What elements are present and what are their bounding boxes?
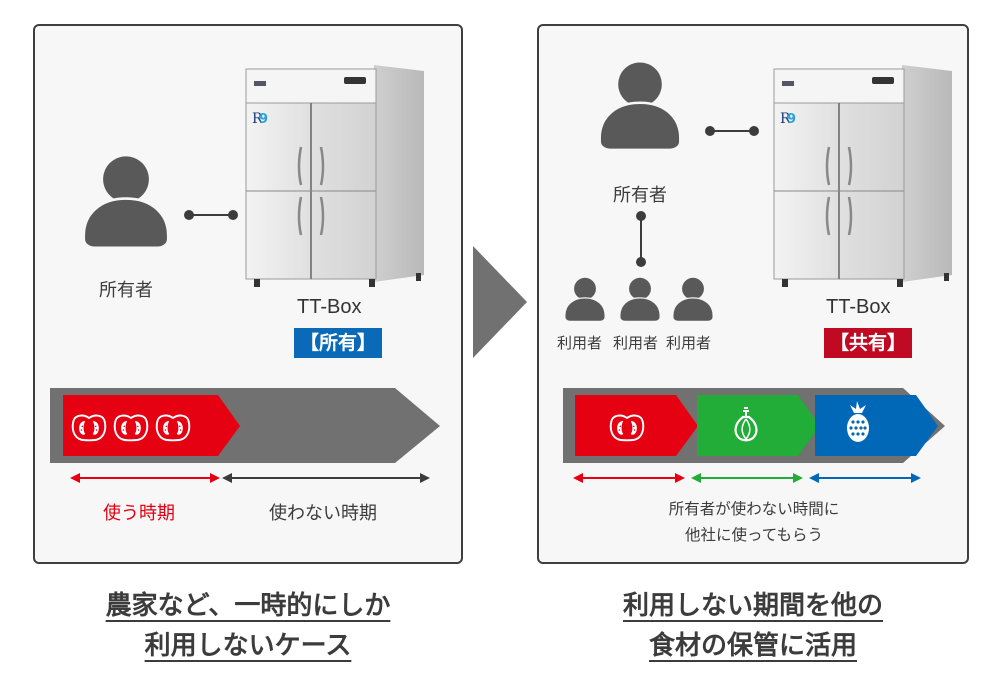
right-heading: 利用しない期間を他の 食材の保管に活用 — [537, 586, 969, 666]
caption-line-1: 所有者が使わない時間に — [668, 500, 840, 518]
onion-icon — [734, 407, 758, 442]
owner-box-connector — [184, 210, 238, 220]
onion-period-arrow — [691, 473, 803, 483]
owner-person-icon — [82, 153, 170, 253]
right-heading-line-2: 食材の保管に活用 — [648, 631, 857, 661]
period-arrows — [70, 473, 430, 483]
timeline-segment-pineapple — [815, 395, 938, 456]
left-heading-line-2: 利用しないケース — [144, 631, 352, 661]
ownership-badge: 【所有】 — [294, 328, 383, 358]
unused-period-arrow — [222, 473, 430, 483]
owner-box-connector — [705, 126, 759, 136]
shared-usage-timeline — [563, 388, 945, 463]
used-period-label: 使う時期 — [103, 503, 175, 524]
fridge-image — [244, 56, 424, 292]
box-name: TT-Box — [826, 296, 891, 318]
pineapple-period-arrow — [809, 473, 921, 483]
unused-period-label: 使わない時期 — [269, 503, 377, 524]
timeline-segment-tomato — [63, 395, 240, 456]
user-person-icon — [672, 276, 714, 324]
right-heading-line-1: 利用しない期間を他の — [622, 591, 883, 621]
left-heading-line-1: 農家など、一時的にしか — [105, 591, 391, 621]
tomato-period-arrow — [573, 473, 685, 483]
timeline-caption: 所有者が使わない時間に 他社に使ってもらう — [599, 496, 909, 548]
owner-users-connector — [636, 211, 646, 267]
box-name: TT-Box — [297, 296, 362, 318]
user-person-icon — [619, 276, 661, 324]
timeline-segment-onion — [697, 395, 820, 456]
transition-arrow-icon — [473, 246, 527, 358]
owner-person-icon — [598, 59, 682, 155]
usage-timeline — [50, 388, 440, 463]
user-label: 利用者 — [613, 334, 659, 352]
timeline-segment-tomato — [575, 395, 698, 456]
used-period-arrow — [70, 473, 220, 483]
caption-line-2: 他社に使ってもらう — [685, 526, 823, 544]
panel-own-case: 所有者 TT-Box 【所有】 使う時期 使わない時期 — [33, 24, 463, 564]
sharing-badge: 【共有】 — [824, 328, 913, 358]
user-label: 利用者 — [557, 334, 603, 352]
panel-share-case: 所有者 利用者 利用者 利用者 TT-Box 【共有】 — [537, 24, 969, 564]
pineapple-icon — [847, 401, 869, 442]
owner-label: 所有者 — [613, 185, 667, 206]
owner-label: 所有者 — [99, 280, 153, 301]
left-heading: 農家など、一時的にしか 利用しないケース — [33, 586, 463, 666]
user-person-icon — [564, 276, 606, 324]
user-label: 利用者 — [666, 334, 712, 352]
fridge-image — [772, 56, 952, 292]
period-arrows — [573, 473, 921, 483]
